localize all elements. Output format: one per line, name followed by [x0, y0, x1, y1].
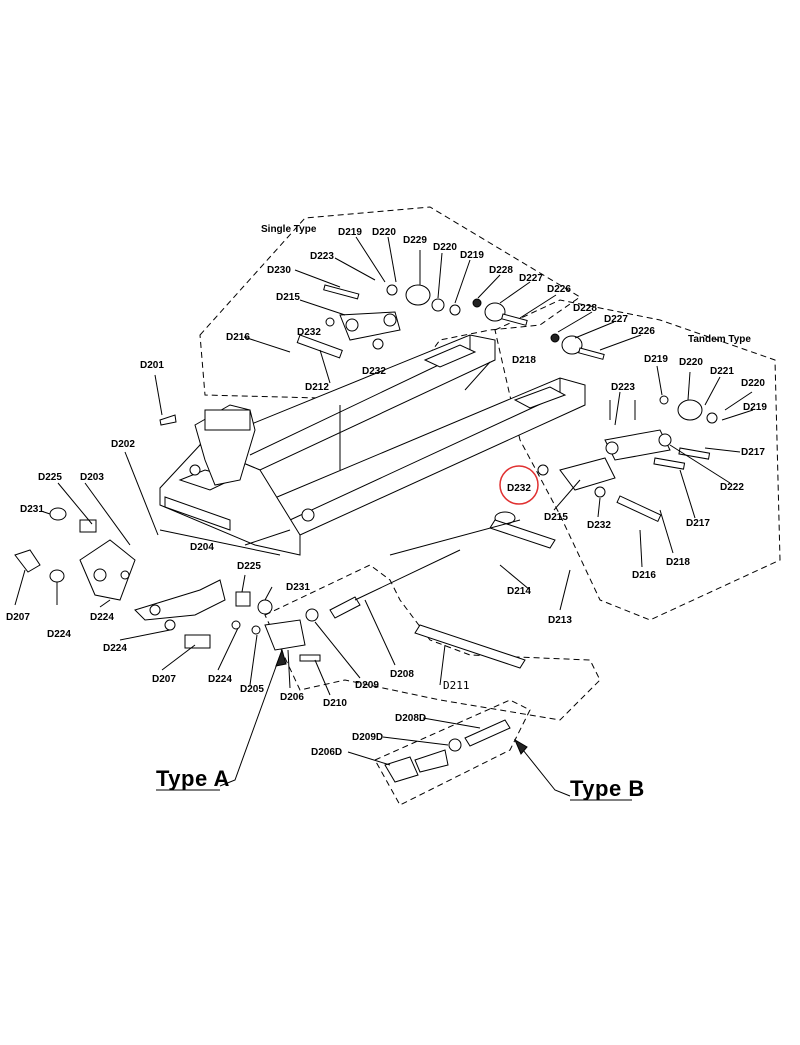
leader-lines — [14, 236, 754, 797]
label-d215: D215 — [276, 292, 300, 303]
label-d213: D213 — [548, 615, 572, 626]
label-d224: D224 — [103, 643, 127, 654]
label-d219: D219 — [644, 354, 668, 365]
label-d203: D203 — [80, 472, 104, 483]
label-d222: D222 — [720, 482, 744, 493]
label-d212: D212 — [305, 382, 329, 393]
label-d226: D226 — [631, 326, 655, 337]
label-d216: D216 — [632, 570, 656, 581]
label-d219: D219 — [338, 227, 362, 238]
label-d227: D227 — [519, 273, 543, 284]
label-d209d: D209D — [352, 732, 383, 743]
label-d232: D232 — [297, 327, 321, 338]
label-d206: D206 — [280, 692, 304, 703]
label-d204: D204 — [190, 542, 214, 553]
label-d210: D210 — [323, 698, 347, 709]
label-d209: D209 — [355, 680, 379, 691]
label-d207: D207 — [6, 612, 30, 623]
label-d231: D231 — [20, 504, 44, 515]
label-d226: D226 — [547, 284, 571, 295]
label-d232: D232 — [587, 520, 611, 531]
label-d206d: D206D — [311, 747, 342, 758]
label-d208d: D208D — [395, 713, 426, 724]
label-d225: D225 — [237, 561, 261, 572]
label-d216: D216 — [226, 332, 250, 343]
handle-linkage-parts — [14, 414, 461, 662]
single-type-assembly — [296, 284, 528, 359]
type-a-header: Type A — [156, 766, 230, 791]
highlight-circle — [499, 465, 539, 505]
label-d208: D208 — [390, 669, 414, 680]
label-d227: D227 — [604, 314, 628, 325]
label-d220: D220 — [433, 242, 457, 253]
pallet-truck-frame — [159, 334, 586, 556]
label-d205: D205 — [240, 684, 264, 695]
label-d224: D224 — [47, 629, 71, 640]
tandem-type-group-outline — [494, 299, 781, 621]
label-d232: D232 — [362, 366, 386, 377]
single-type-header: Single Type — [261, 224, 317, 235]
label-d217: D217 — [741, 447, 765, 458]
type-b-parts — [384, 719, 511, 783]
label-d207: D207 — [152, 674, 176, 685]
type-b-group-outline — [374, 699, 531, 806]
label-d218: D218 — [666, 557, 690, 568]
label-d220: D220 — [372, 227, 396, 238]
single-type-group-outline — [199, 206, 581, 401]
label-d218: D218 — [512, 355, 536, 366]
label-d221: D221 — [710, 366, 734, 377]
label-d223: D223 — [611, 382, 635, 393]
label-d214: D214 — [507, 586, 531, 597]
handle-group-outline — [264, 564, 601, 721]
label-d215: D215 — [544, 512, 568, 523]
label-d219: D219 — [743, 402, 767, 413]
label-d201: D201 — [140, 360, 164, 371]
label-d225: D225 — [38, 472, 62, 483]
label-d211: D211 — [443, 679, 470, 692]
label-d232-highlighted: D232 — [507, 483, 531, 494]
part-labels: D201 D202 D203 D225 D231 D204 D225 D231 … — [6, 227, 767, 758]
label-d217: D217 — [686, 518, 710, 529]
label-d202: D202 — [111, 439, 135, 450]
label-d228: D228 — [489, 265, 513, 276]
label-d229: D229 — [403, 235, 427, 246]
type-b-header: Type B — [570, 776, 645, 801]
label-d230: D230 — [267, 265, 291, 276]
label-d223: D223 — [310, 251, 334, 262]
tandem-type-assembly — [537, 333, 718, 523]
tandem-type-header: Tandem Type — [688, 334, 751, 345]
shafts — [159, 519, 556, 669]
label-d220: D220 — [741, 378, 765, 389]
label-d231: D231 — [286, 582, 310, 593]
label-d224: D224 — [208, 674, 232, 685]
label-d220: D220 — [679, 357, 703, 368]
label-d219: D219 — [460, 250, 484, 261]
label-d224: D224 — [90, 612, 114, 623]
label-d228: D228 — [573, 303, 597, 314]
